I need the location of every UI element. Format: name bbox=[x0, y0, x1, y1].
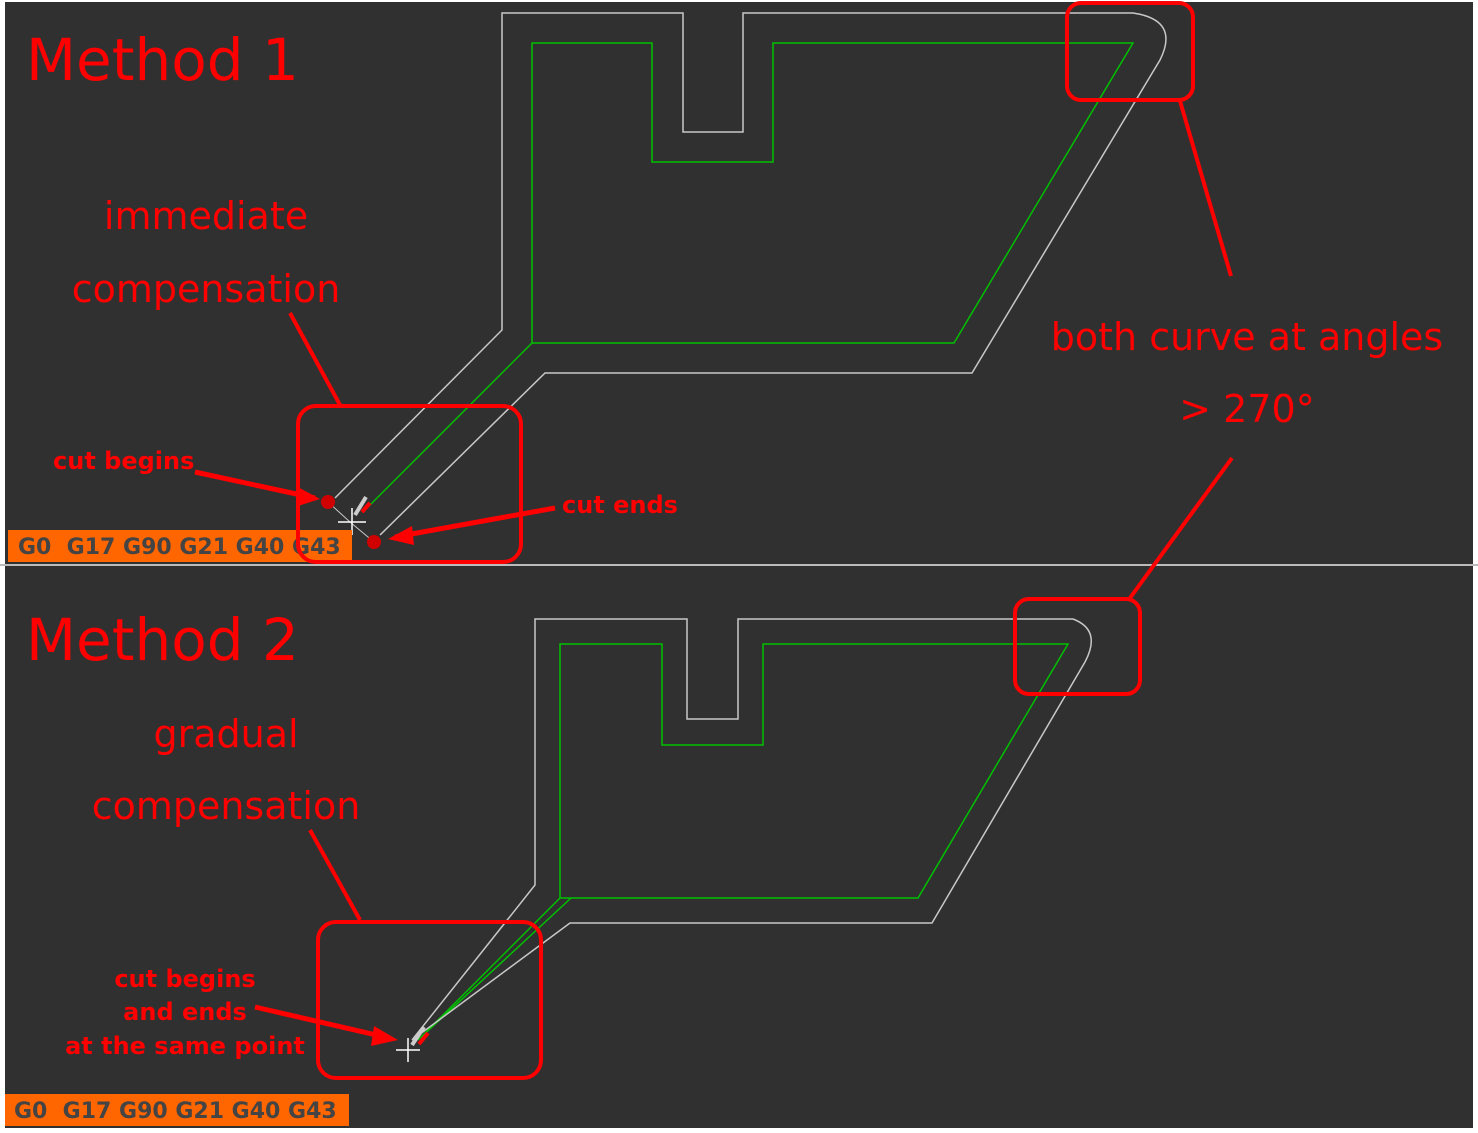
programmed-path bbox=[366, 42, 1135, 509]
highlight-box bbox=[296, 404, 523, 564]
viewport-background bbox=[5, 2, 1473, 564]
gcode-status-bar bbox=[8, 530, 352, 562]
arrow-cut-ends bbox=[394, 505, 556, 540]
arrow-cut-point bbox=[254, 1004, 386, 1040]
viewport-background bbox=[5, 566, 1473, 1128]
arrowhead bbox=[388, 526, 414, 545]
callout-line bbox=[288, 312, 342, 406]
highlight-box bbox=[316, 920, 543, 1080]
annotation-line-1: immediate bbox=[104, 194, 308, 238]
annotation-line-1: gradual bbox=[153, 712, 298, 756]
annotation-line-2: compensation bbox=[72, 267, 341, 311]
shared-note-line-2: > 270° bbox=[1179, 387, 1314, 431]
cut-end-dot bbox=[367, 535, 381, 549]
cut-ends-label: cut ends bbox=[562, 491, 678, 519]
arrowhead bbox=[296, 486, 320, 506]
tool-marker-icon bbox=[396, 1025, 430, 1062]
cut-note-line-1: cut begins bbox=[114, 965, 255, 993]
method-title: Method 1 bbox=[26, 26, 299, 94]
compensated-tool-path bbox=[334, 12, 1167, 536]
callout-line bbox=[308, 829, 362, 921]
panel-method-2: G0 G17 G90 G21 G40 G43 Method 2 gradual … bbox=[5, 456, 1473, 1128]
arrow-cut-begins bbox=[194, 469, 316, 501]
gcode-status-bar bbox=[5, 1094, 349, 1126]
panel-method-1: G0 G17 G90 G21 G40 G43 Method 1 immediat… bbox=[5, 1, 1473, 564]
callout-line bbox=[1178, 100, 1233, 277]
compensated-tool-path bbox=[411, 618, 1093, 1041]
corner-highlight-box bbox=[1013, 597, 1142, 696]
corner-highlight-box bbox=[1065, 1, 1195, 102]
shared-note-line-1: both curve at angles bbox=[1051, 315, 1443, 359]
cut-note-line-2: and ends bbox=[123, 998, 247, 1026]
programmed-path bbox=[417, 643, 1070, 1041]
arrowhead bbox=[371, 1026, 398, 1046]
cut-begin-dot bbox=[321, 495, 335, 509]
annotation-line-2: compensation bbox=[92, 784, 361, 828]
gcode-status-text: G0 G17 G90 G21 G40 G43 bbox=[14, 1099, 337, 1124]
method-title: Method 2 bbox=[26, 606, 299, 674]
tool-marker-icon bbox=[338, 495, 372, 535]
callout-line bbox=[1128, 456, 1234, 600]
gcode-status-text: G0 G17 G90 G21 G40 G43 bbox=[18, 535, 341, 560]
cut-note-line-3: at the same point bbox=[65, 1032, 305, 1060]
cut-begins-label: cut begins bbox=[53, 447, 194, 475]
